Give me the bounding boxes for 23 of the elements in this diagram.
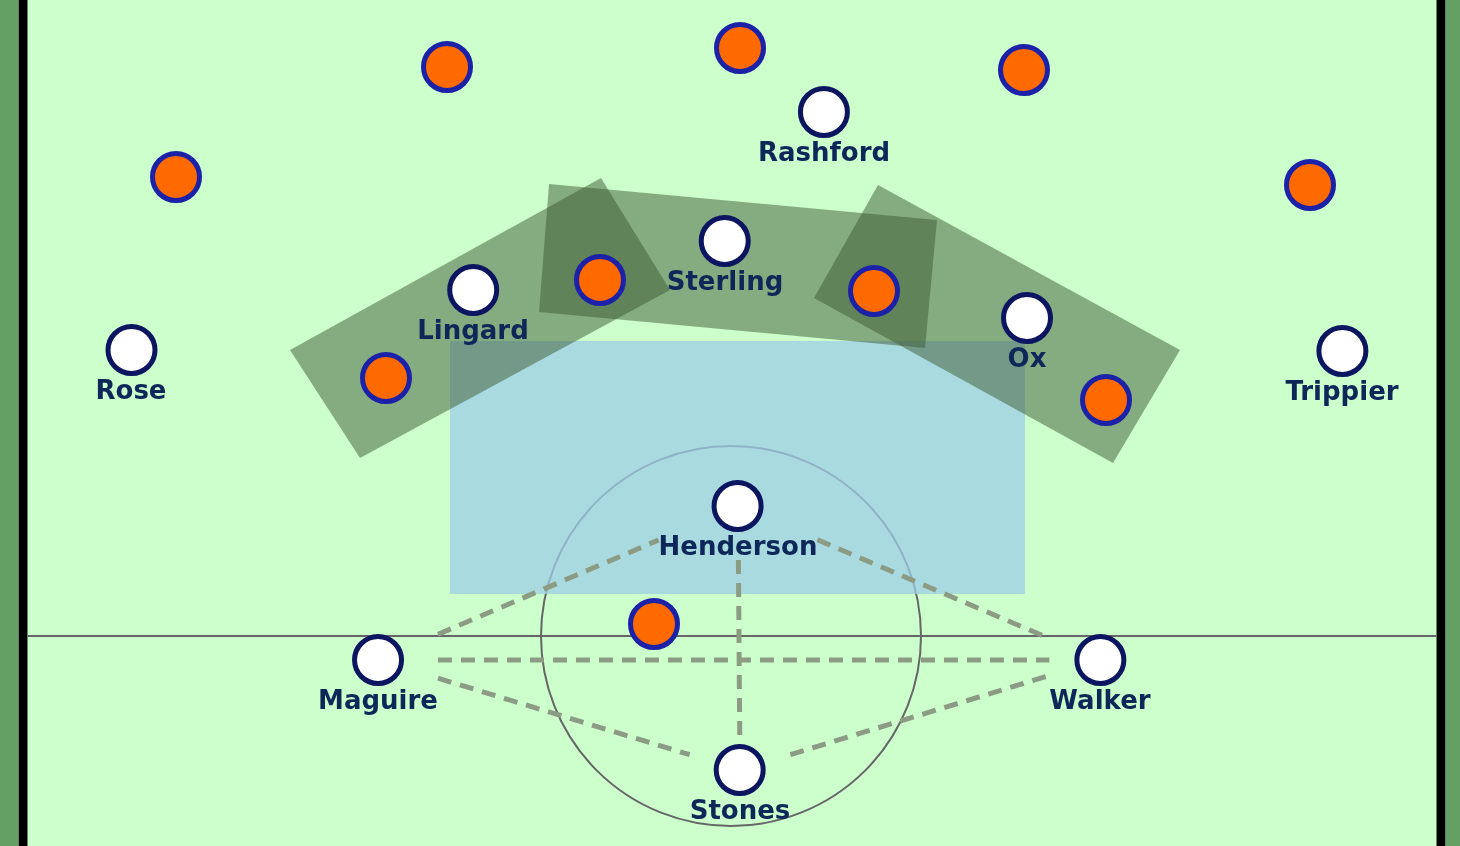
opponent-marker (714, 22, 766, 74)
opponent-marker (360, 352, 412, 404)
opponent-marker (848, 265, 900, 317)
opponent-marker (421, 41, 473, 93)
player-name: Lingard (417, 316, 529, 344)
player-name: Henderson (658, 532, 818, 560)
opponent-marker (150, 151, 202, 203)
player-name: Walker (1049, 686, 1151, 714)
opponent-marker (1284, 159, 1336, 211)
player-name: Maguire (318, 686, 438, 714)
opponent-marker (574, 254, 626, 306)
passing-line (437, 675, 691, 758)
player-name: Ox (1007, 344, 1047, 372)
player-name: Sterling (666, 267, 784, 295)
player-name: Rashford (757, 138, 891, 166)
player-name: Rose (95, 376, 167, 404)
opponent-marker (1080, 374, 1132, 426)
passing-line (436, 537, 660, 637)
passing-line (437, 657, 1050, 663)
player-name: Stones (689, 796, 791, 824)
player-name: Trippier (1285, 377, 1399, 405)
opponent-marker (998, 44, 1050, 96)
opponent-marker (628, 598, 680, 650)
